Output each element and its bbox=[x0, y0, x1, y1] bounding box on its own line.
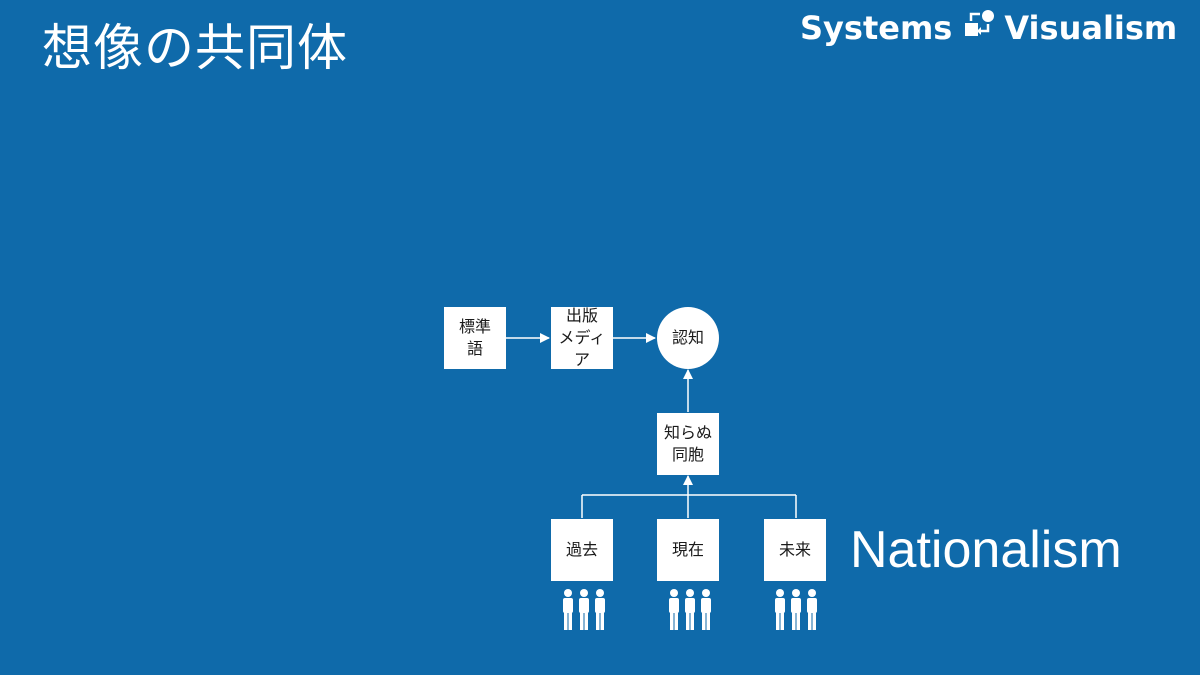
standard-language-node: 標準 語 bbox=[444, 307, 506, 369]
present-node: 現在 bbox=[657, 519, 719, 581]
past-label: 過去 bbox=[565, 540, 598, 559]
present-label: 現在 bbox=[671, 540, 704, 559]
logo-text-left: Systems bbox=[800, 9, 953, 47]
logo-text-right: Visualism bbox=[1004, 9, 1178, 47]
systems-logo-icon bbox=[964, 8, 996, 48]
print-media-line2: メディア bbox=[558, 328, 606, 369]
future-node: 未来 bbox=[764, 519, 826, 581]
cognition-label: 認知 bbox=[671, 328, 704, 347]
page-title: 想像の共同体 bbox=[42, 19, 348, 77]
standard-language-line1: 標準 bbox=[458, 317, 491, 336]
cognition-node: 認知 bbox=[657, 307, 719, 369]
people-group-icon bbox=[560, 588, 608, 636]
print-media-node: 出版 メディア bbox=[551, 306, 613, 369]
brand-logo: Systems Visualism bbox=[800, 8, 1177, 48]
people-group-icon bbox=[666, 588, 714, 636]
print-media-line1: 出版 bbox=[565, 306, 598, 325]
compatriots-line1: 知らぬ bbox=[663, 423, 712, 442]
nationalism-label: Nationalism bbox=[850, 521, 1122, 579]
future-label: 未来 bbox=[778, 540, 811, 559]
unknown-compatriots-node: 知らぬ 同胞 bbox=[657, 413, 719, 475]
compatriots-line2: 同胞 bbox=[671, 445, 704, 464]
standard-language-line2: 語 bbox=[466, 339, 483, 358]
people-group-icon bbox=[772, 588, 820, 636]
past-node: 過去 bbox=[551, 519, 613, 581]
